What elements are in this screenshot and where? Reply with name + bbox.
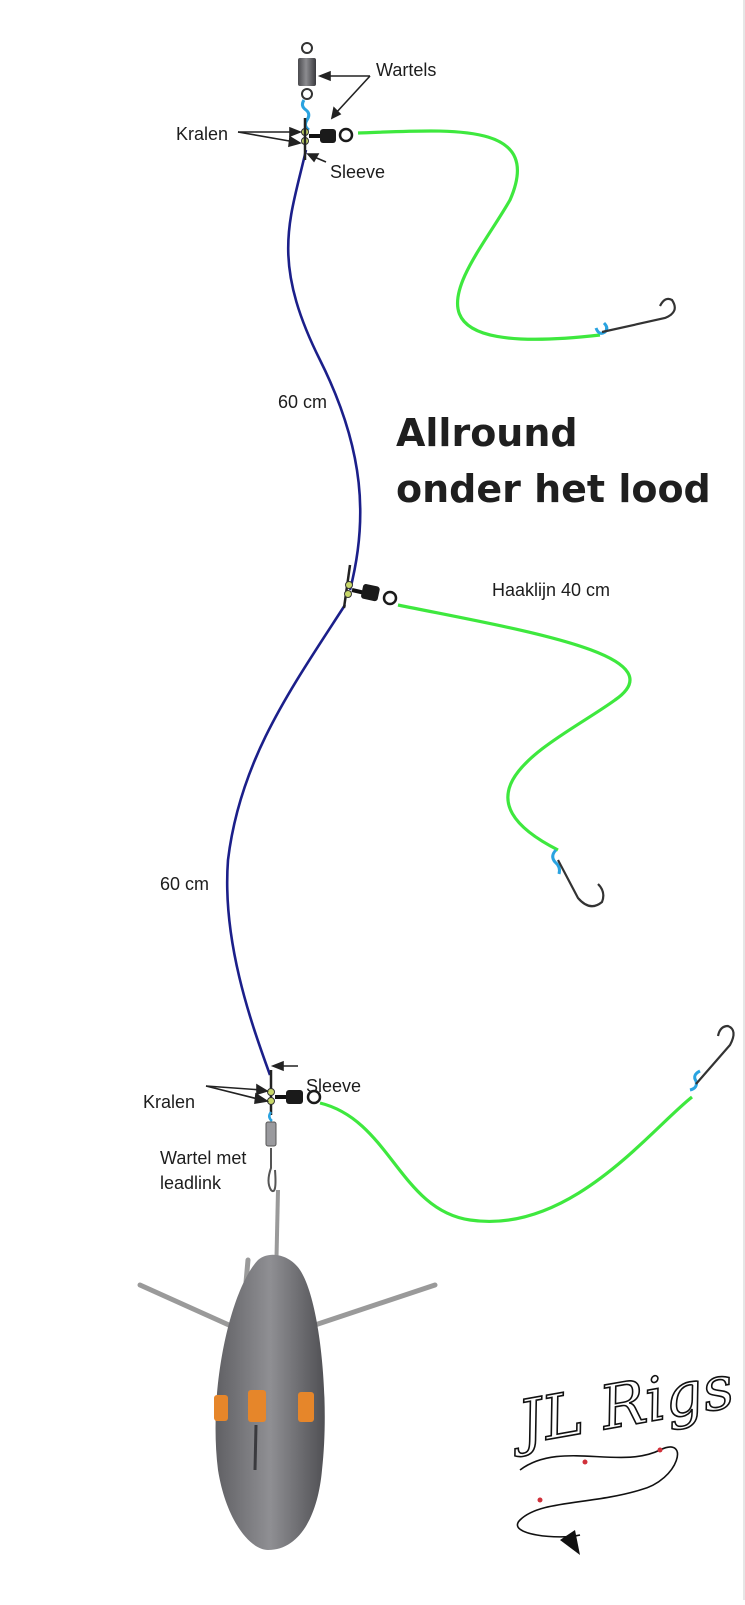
title-line1: Allround	[396, 411, 578, 455]
label-sleeve-top: Sleeve	[330, 162, 385, 182]
grip-lead-sinker	[137, 1254, 438, 1550]
hook-top	[594, 297, 676, 335]
right-edge-border	[743, 0, 745, 1600]
logo-text: JL Rigs	[503, 1352, 739, 1460]
label-wartel-line2: leadlink	[160, 1173, 222, 1193]
hooklink-top	[357, 129, 601, 341]
label-kralen-bottom: Kralen	[143, 1092, 195, 1112]
label-wartels: Wartels	[376, 60, 436, 80]
hooklink-middle	[397, 603, 632, 852]
middle-swivel-assembly	[342, 564, 398, 609]
top-swivel-assembly	[298, 42, 354, 160]
label-wartel-line1: Wartel met	[160, 1148, 246, 1168]
hook-middle	[551, 848, 605, 908]
hooklink-bottom	[319, 1095, 693, 1224]
mainline-upper	[286, 149, 362, 591]
label-length-lower: 60 cm	[160, 874, 209, 894]
title-line2: onder het lood	[396, 467, 711, 511]
hook-bottom	[689, 1024, 735, 1092]
label-kralen-top: Kralen	[176, 124, 228, 144]
annotation-arrows	[205, 70, 371, 1104]
mainline-lower	[225, 604, 347, 1076]
label-sleeve-bottom: Sleeve	[306, 1076, 361, 1096]
jl-rigs-logo: JL Rigs	[502, 1351, 740, 1555]
label-haaklijn: Haaklijn 40 cm	[492, 580, 610, 600]
bottom-swivel-assembly	[265, 1070, 322, 1281]
label-length-upper: 60 cm	[278, 392, 327, 412]
